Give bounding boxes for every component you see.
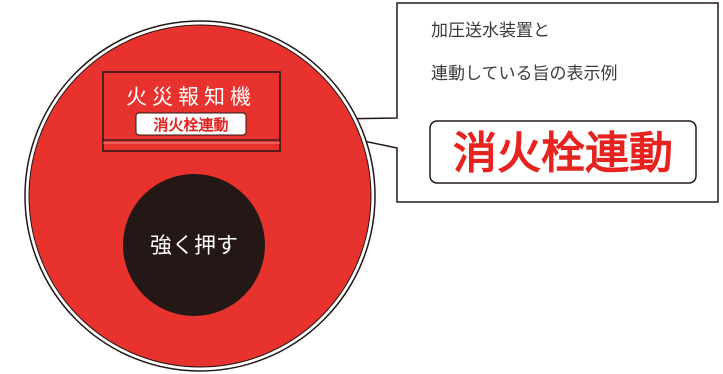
push-button-label: 強く押す [150,234,238,259]
indicator-label-text: 消火栓連動 [153,116,228,134]
push-button-circle[interactable] [123,174,265,316]
alarm-title: 火災報知機 [126,85,256,109]
fire-alarm: 火災報知機 消火栓連動 強く押す [24,20,376,372]
example-label-text: 消火栓連動 [453,128,673,179]
indicator-label-frame [135,112,247,136]
callout: 加圧送水装置と 連動している旨の表示例 消火栓連動 [262,2,719,203]
example-label-frame [429,120,697,184]
push-button[interactable]: 強く押す [123,174,265,316]
indicator-panel-frame [102,71,281,152]
callout-line-2: 連動している旨の表示例 [431,64,618,84]
indicator-panel: 火災報知機 消火栓連動 [102,71,281,152]
callout-line-1: 加圧送水装置と [431,21,550,41]
